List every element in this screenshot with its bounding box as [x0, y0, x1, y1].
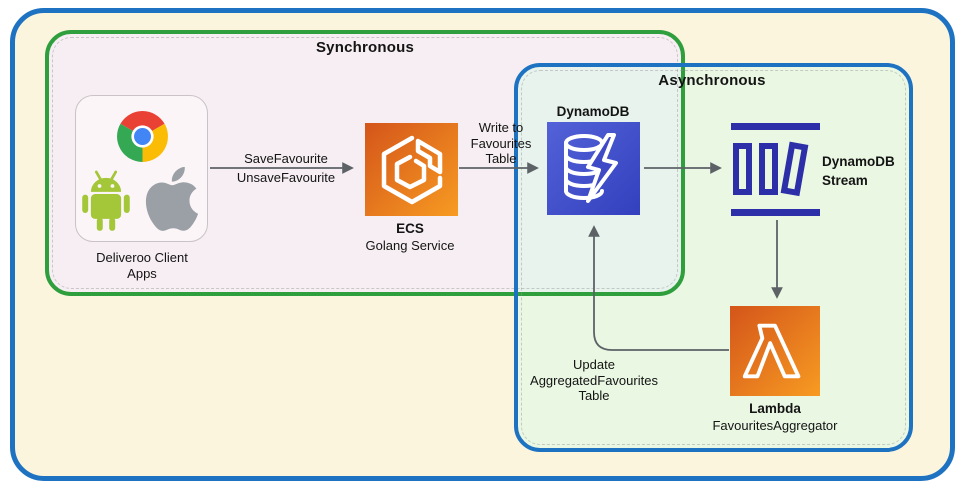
dynamodb-node: [547, 122, 640, 215]
lambda-subtitle: FavouritesAggregator: [712, 418, 838, 433]
ecs-icon: [381, 135, 442, 204]
ecs-subtitle: Golang Service: [365, 238, 455, 253]
edge-label-write-to-favourites-table: Write to Favourites Table: [470, 120, 532, 166]
ecs-node: [365, 123, 458, 216]
edge-label-unsavefavourite: UnsaveFavourite: [236, 170, 336, 185]
synchronous-region-label: Synchronous: [315, 39, 415, 56]
android-icon: [82, 170, 130, 231]
lambda-icon: [742, 323, 801, 379]
dynamodb-icon: [563, 132, 618, 203]
synchronous-region-border: [45, 30, 685, 296]
client-apps-label: Deliveroo Client Apps: [96, 250, 188, 281]
edge-label-update-aggregatedfavourites-table: Update AggregatedFavourites Table: [530, 357, 658, 403]
dynamodb-stream-node: [731, 123, 820, 216]
dynamodb-stream-icon: [731, 123, 820, 216]
asynchronous-region-label: Asynchronous: [658, 72, 766, 89]
lambda-node: [730, 306, 820, 396]
dynamodb-stream-label: DynamoDB Stream: [822, 154, 895, 188]
dynamodb-title: DynamoDB: [556, 104, 630, 119]
asynchronous-region-border: [514, 63, 913, 452]
apple-icon: [145, 166, 199, 231]
edge-label-savefavourite: SaveFavourite: [244, 151, 328, 166]
ecs-title: ECS: [396, 221, 424, 236]
client-apps-node: [75, 95, 208, 242]
chrome-icon: [117, 111, 168, 162]
lambda-title: Lambda: [749, 401, 801, 416]
